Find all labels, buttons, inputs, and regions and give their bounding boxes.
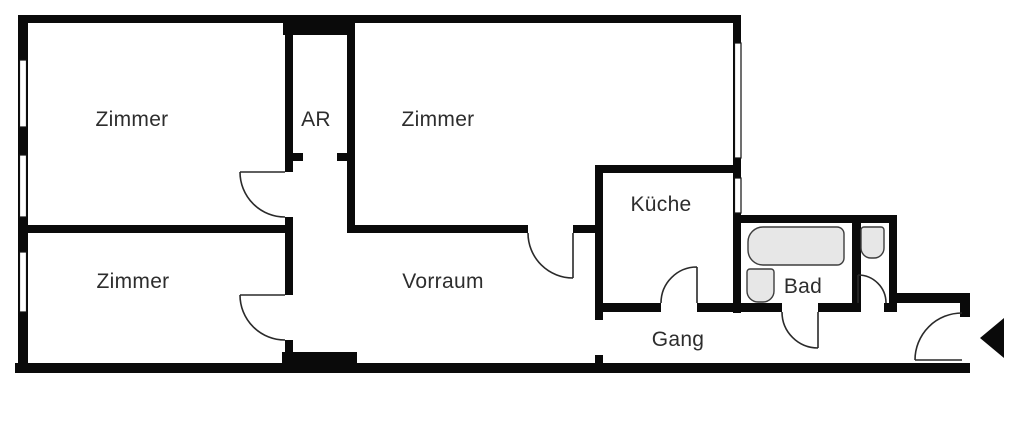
door-zimmer3	[239, 294, 286, 341]
entrance-stub	[960, 303, 970, 317]
wc-bottom-stub	[884, 303, 895, 312]
chimney-block	[282, 352, 357, 363]
window-zimmer2	[733, 42, 742, 159]
kueche-bottom-wall-b	[697, 303, 741, 312]
left-rooms-right-wall-b	[285, 217, 293, 295]
bathtub-fixture	[747, 226, 845, 266]
kueche-bottom-wall-a	[603, 303, 661, 312]
vorraum-gang-stub	[595, 355, 603, 363]
door-entrance	[914, 312, 963, 361]
window-zimmer3	[18, 251, 28, 313]
zimmer-divider-wall	[28, 225, 293, 233]
room-label-vorraum: Vorraum	[402, 270, 484, 293]
door-zimmer2	[527, 232, 574, 279]
gang-top-right-wall	[895, 293, 970, 303]
left-rooms-right-wall-a	[285, 23, 293, 172]
kueche-top-wall	[595, 165, 741, 173]
bad-bottom-wall-b	[818, 303, 861, 312]
room-label-zimmer-3: Zimmer	[96, 270, 170, 293]
bad-bottom-wall-a	[741, 303, 782, 312]
room-label-kueche: Küche	[630, 193, 692, 216]
bad-top-wall	[741, 215, 897, 223]
ar-header	[283, 23, 355, 35]
wc-right-wall	[889, 215, 897, 312]
outer-right-wall	[733, 15, 741, 313]
entrance-arrow-icon	[980, 318, 1004, 358]
window-zimmer1-upper	[18, 59, 28, 128]
window-kueche	[733, 177, 742, 214]
door-wc	[857, 274, 887, 304]
window-zimmer1-lower	[18, 154, 28, 218]
room-label-zimmer-2: Zimmer	[401, 108, 475, 131]
door-kueche	[660, 266, 698, 304]
outer-top-wall	[18, 15, 741, 23]
vorraum-top-wall-b	[573, 225, 603, 233]
room-label-zimmer-1: Zimmer	[95, 108, 169, 131]
ar-door-stub-right	[337, 153, 347, 161]
left-rooms-right-wall-c	[285, 340, 293, 352]
door-zimmer1	[239, 171, 286, 218]
ar-right-wall	[347, 23, 355, 233]
room-label-gang: Gang	[651, 328, 705, 351]
toilet-fixture	[860, 226, 885, 259]
room-label-bad: Bad	[783, 275, 823, 298]
washbasin-fixture	[746, 268, 775, 303]
ar-door-stub-left	[293, 153, 303, 161]
vorraum-top-wall-a	[347, 225, 528, 233]
door-bad	[781, 311, 819, 349]
room-label-abstellraum: AR	[301, 108, 331, 131]
bad-wc-separator	[852, 223, 861, 312]
outer-bottom-wall	[15, 363, 970, 373]
kueche-left-wall	[595, 165, 603, 320]
